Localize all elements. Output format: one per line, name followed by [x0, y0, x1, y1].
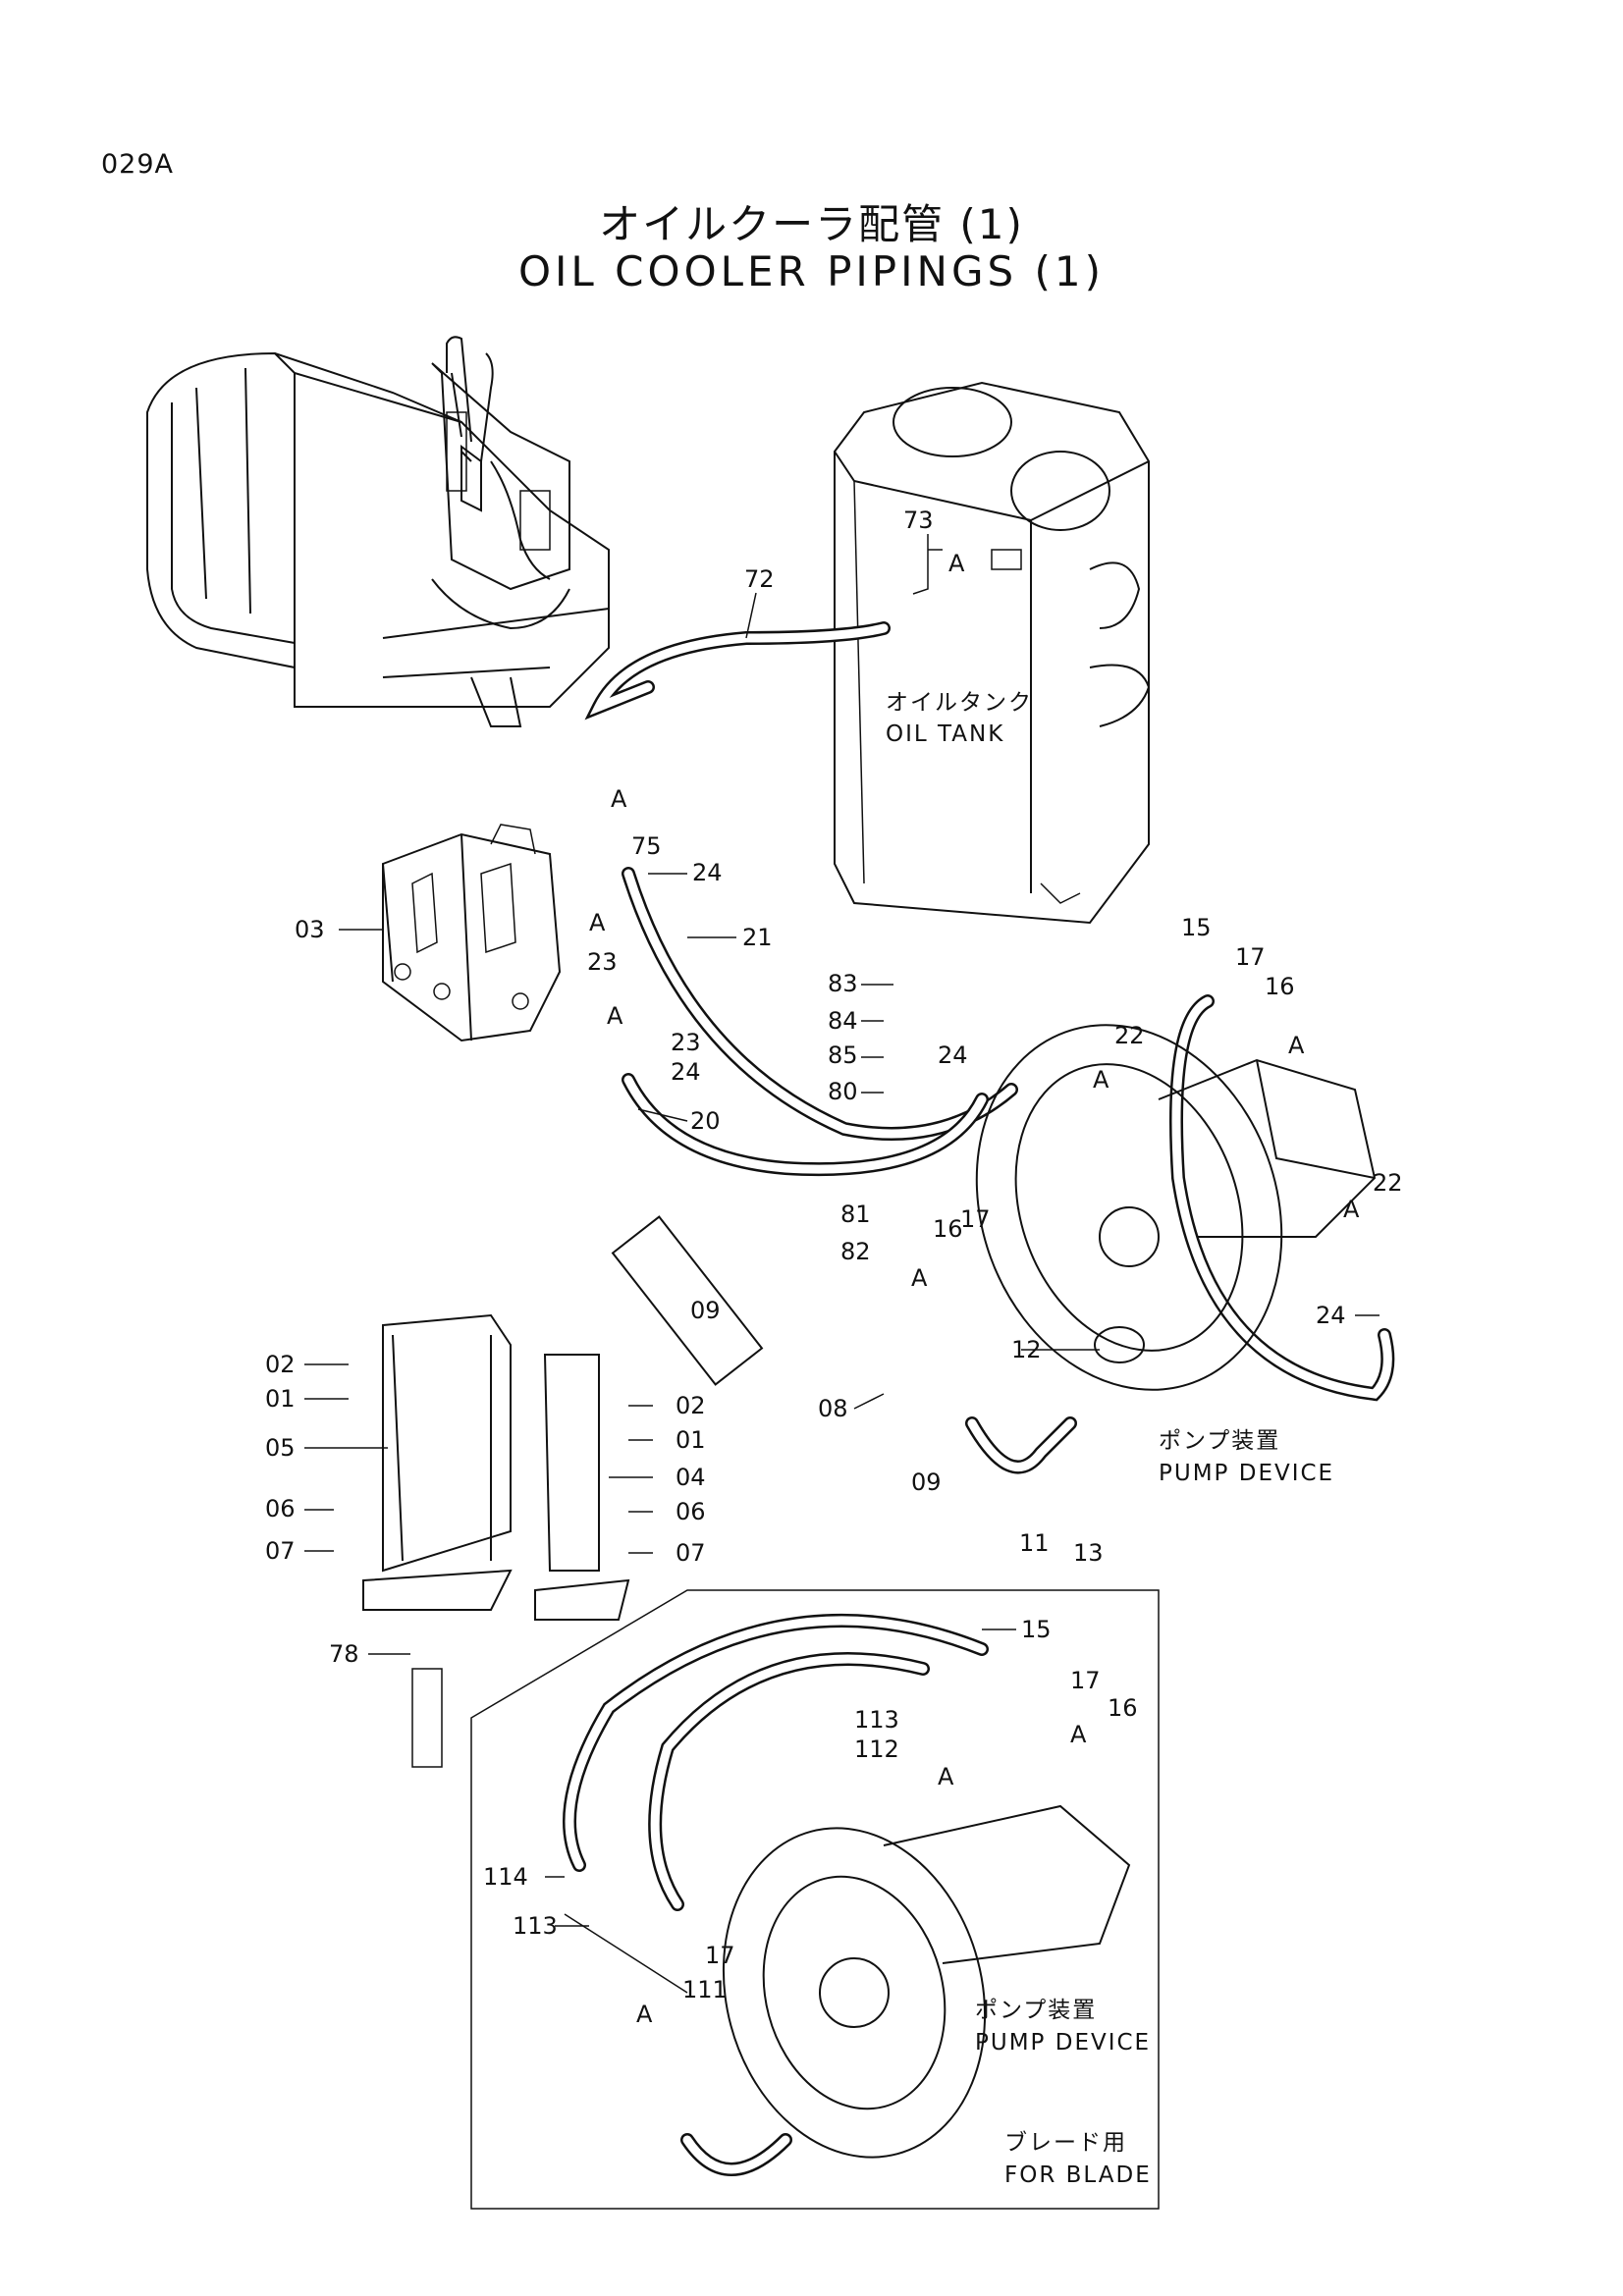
part-label: 13	[1073, 1539, 1104, 1567]
part-label: 09	[690, 1297, 721, 1324]
part-label: 04	[676, 1464, 706, 1491]
for-blade-caption-en: FOR BLADE	[1004, 2163, 1152, 2188]
part-label: 24	[692, 859, 723, 886]
oil-tank-illustration	[834, 381, 1151, 925]
part-label: A	[1288, 1032, 1305, 1059]
oil-tank-caption-en: OIL TANK	[886, 721, 1004, 747]
part-label: 114	[483, 1863, 528, 1891]
oil-tank-caption-jp: オイルタンク	[886, 690, 1033, 716]
part-label: 16	[1265, 973, 1295, 1000]
part-label: 17	[1235, 943, 1266, 971]
part-label: 06	[265, 1495, 296, 1522]
part-label: 72	[744, 565, 775, 593]
pump-device-illustration	[975, 1024, 1377, 1391]
part-label: A	[938, 1763, 954, 1790]
part-label: A	[948, 550, 965, 577]
part-label: A	[1070, 1721, 1087, 1748]
part-label: 16	[1108, 1694, 1138, 1722]
control-valve-illustration	[382, 824, 562, 1042]
bracket-stands-illustration	[362, 1313, 630, 1768]
part-label: 20	[690, 1107, 721, 1135]
captions: オイルタンク OIL TANK ポンプ装置 PUMP DEVICE ポンプ装置 …	[886, 690, 1334, 2188]
part-label: 23	[587, 948, 618, 976]
hose-lines	[584, 621, 1395, 1474]
part-label: 07	[676, 1539, 706, 1567]
part-label: 75	[631, 832, 662, 860]
part-label: 08	[818, 1395, 848, 1422]
part-number-labels: 72 73 A A 75 03 24 21 23 A A 23 24 20 83…	[265, 507, 1403, 2028]
part-label: 01	[676, 1426, 706, 1454]
title-japanese: オイルクーラ配管 (1)	[599, 200, 1024, 248]
part-label: A	[636, 2001, 653, 2028]
part-label: A	[1343, 1196, 1360, 1223]
part-label: A	[607, 1002, 623, 1030]
excavator-body-illustration	[146, 336, 610, 727]
pump-device-caption-jp: ポンプ装置	[1159, 1428, 1280, 1454]
part-label: 24	[938, 1041, 968, 1069]
part-label: 17	[1070, 1667, 1101, 1694]
part-label: 06	[676, 1498, 706, 1525]
part-label: 78	[329, 1640, 359, 1668]
part-label: 22	[1373, 1169, 1403, 1197]
for-blade-caption-jp: ブレード用	[1004, 2130, 1127, 2156]
part-label: 81	[840, 1201, 871, 1228]
part-label: 82	[840, 1238, 871, 1265]
part-label: 16	[933, 1215, 963, 1243]
title-english: OIL COOLER PIPINGS (1)	[517, 247, 1105, 295]
inset-for-blade	[470, 1589, 1160, 2210]
part-label: 112	[854, 1735, 899, 1763]
part-label: 111	[682, 1976, 728, 2003]
pump-device-2-caption-en: PUMP DEVICE	[975, 2030, 1151, 2056]
part-label: 23	[671, 1029, 701, 1056]
part-label: 01	[265, 1385, 296, 1413]
part-label: 24	[1316, 1302, 1346, 1329]
part-label: A	[911, 1264, 928, 1292]
part-label: 113	[513, 1912, 558, 1940]
leader-lines	[304, 534, 1380, 1994]
part-label: A	[589, 909, 606, 936]
part-label: 85	[828, 1041, 858, 1069]
page-code: 029A	[101, 149, 175, 180]
pump-device-caption-en: PUMP DEVICE	[1159, 1461, 1334, 1486]
part-label: A	[611, 785, 627, 813]
part-label: 21	[742, 924, 773, 951]
part-label: 73	[903, 507, 934, 534]
part-label: 11	[1019, 1529, 1050, 1557]
part-label: 02	[265, 1351, 296, 1378]
part-label: 84	[828, 1007, 858, 1035]
part-label: 22	[1114, 1022, 1145, 1049]
part-label: 17	[705, 1942, 735, 1969]
part-label: 17	[960, 1205, 991, 1233]
part-label: 80	[828, 1078, 858, 1105]
part-label: 03	[295, 916, 325, 943]
part-label: A	[1093, 1066, 1109, 1094]
part-label: 15	[1181, 914, 1212, 941]
part-label: 15	[1021, 1616, 1052, 1643]
part-label: 113	[854, 1706, 899, 1734]
part-label: 83	[828, 970, 858, 997]
pump-device-2-caption-jp: ポンプ装置	[975, 1998, 1097, 2023]
part-label: 09	[911, 1468, 942, 1496]
part-label: 24	[671, 1058, 701, 1086]
part-label: 07	[265, 1537, 296, 1565]
part-label: 02	[676, 1392, 706, 1419]
part-label: 05	[265, 1434, 296, 1462]
